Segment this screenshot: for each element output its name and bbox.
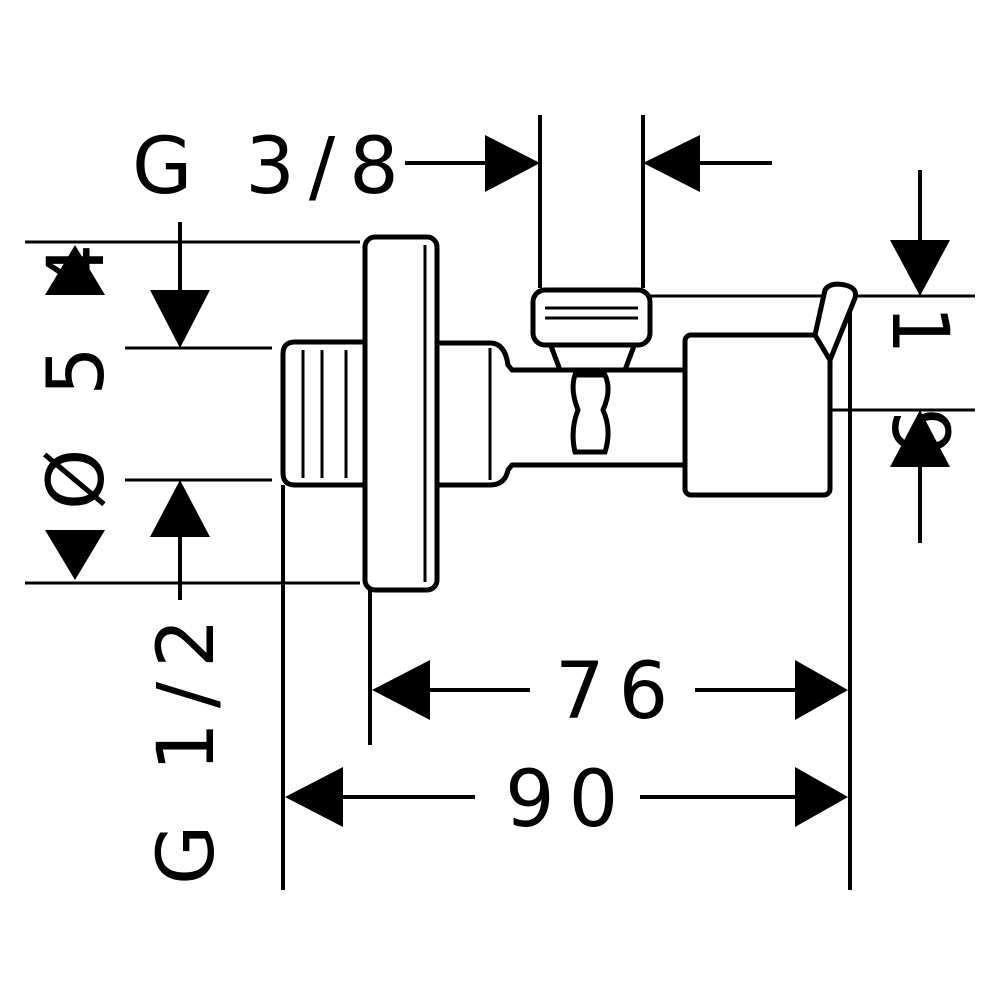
handle-body [682,332,833,498]
handle-offset-label: 1 9 [874,305,964,471]
outlet-thread-label: G 3/8 [132,122,413,212]
angle-valve [280,234,858,593]
overall-length-label: 90 [505,755,632,845]
flange-diameter-label: Ø 5 4 [32,230,122,510]
flange-to-handle-dimension: 76 [368,290,852,890]
inlet-thread-dimension: G 1/2 [125,222,272,885]
flange-diameter-dimension: Ø 5 4 [25,230,360,585]
lever-handle [812,281,858,366]
flange-to-handle-label: 76 [555,647,682,737]
valve-stem [570,372,611,455]
handle-offset-dimension: 1 9 [650,170,975,543]
inlet-thread-label: G 1/2 [142,604,232,885]
outlet-thread-dimension: G 3/8 [132,115,772,288]
inlet-thread-nipple [280,339,371,488]
overall-length-dimension: 90 [281,485,848,890]
wall-flange [362,234,440,593]
